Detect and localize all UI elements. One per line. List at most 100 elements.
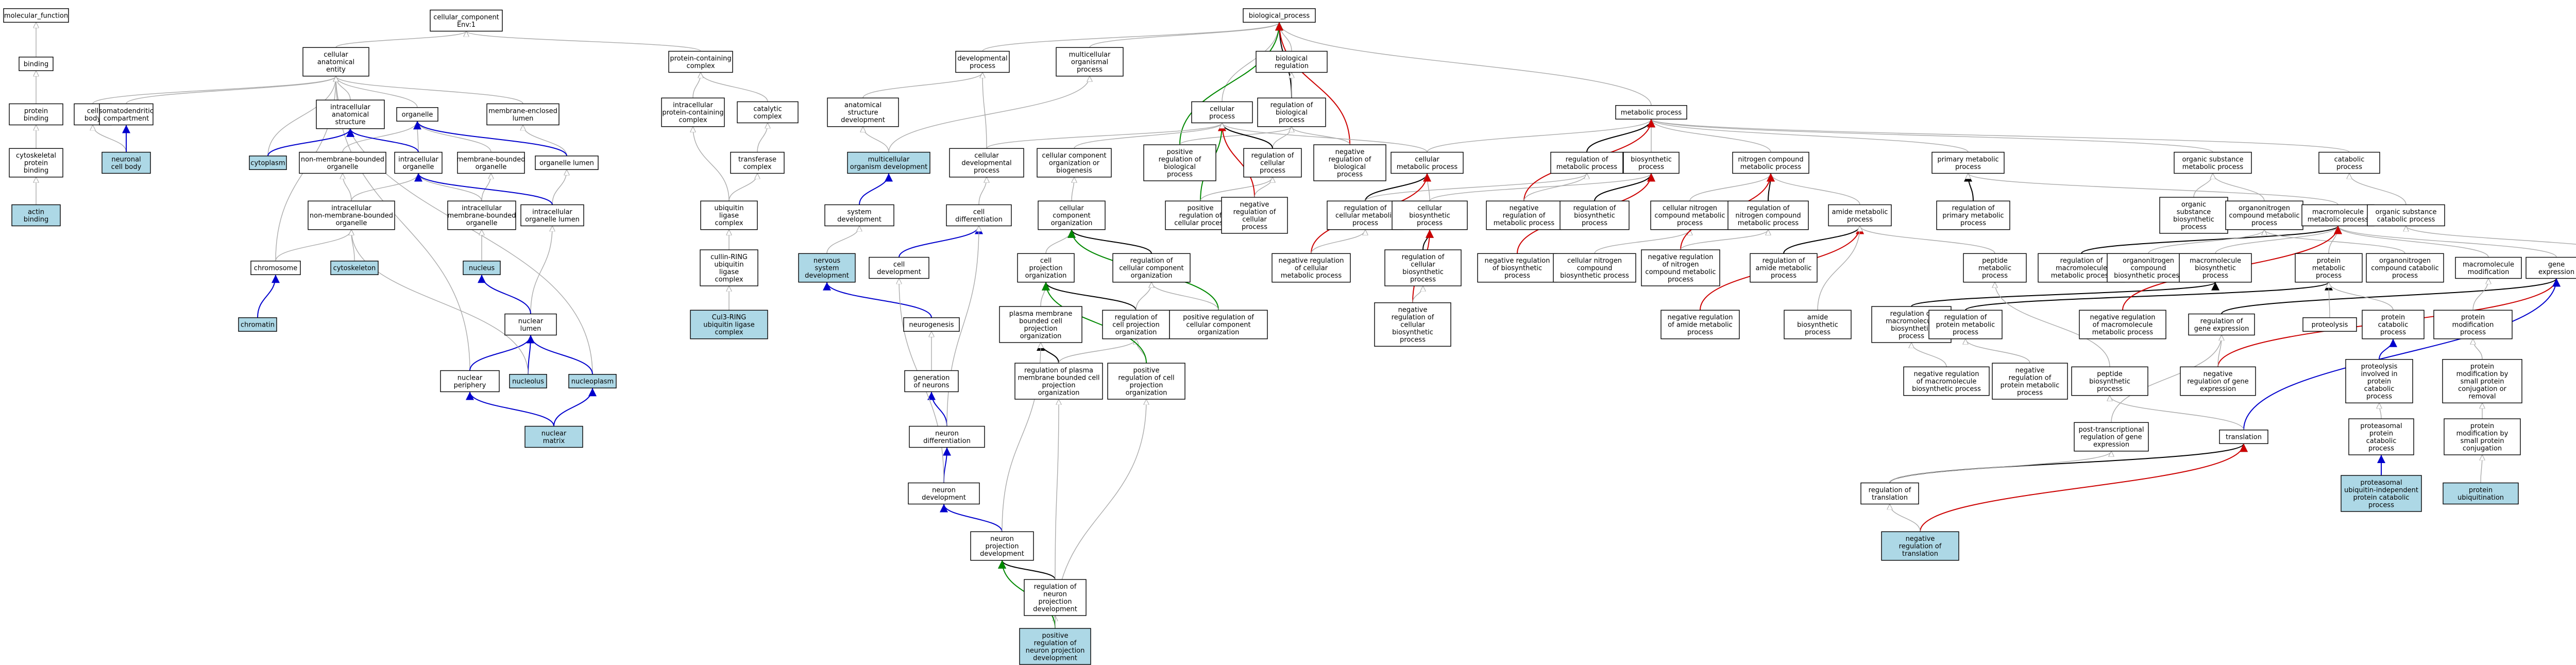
go-term-node[interactable]: cytoskeleton bbox=[330, 261, 379, 275]
go-term-node[interactable]: metabolic process bbox=[1615, 105, 1687, 120]
go-term-node[interactable]: binding bbox=[19, 57, 54, 71]
go-term-node[interactable]: neurogenesis bbox=[903, 317, 960, 332]
go-term-node[interactable]: translation bbox=[2219, 430, 2268, 444]
go-term-node[interactable]: cytoplasm bbox=[249, 156, 287, 170]
go-term-node[interactable]: organelle lumen bbox=[535, 156, 599, 170]
go-term-node[interactable]: chromosome bbox=[250, 261, 301, 275]
go-term-node[interactable]: proteolysis bbox=[2302, 317, 2357, 332]
go-term-node[interactable]: organelle bbox=[396, 107, 438, 122]
go-term-node[interactable]: molecular_function bbox=[3, 8, 69, 23]
go-term-node[interactable]: biological_process bbox=[1243, 8, 1316, 23]
go-term-node[interactable]: nucleolus bbox=[509, 374, 547, 388]
go-term-node[interactable]: chromatin bbox=[238, 317, 277, 332]
